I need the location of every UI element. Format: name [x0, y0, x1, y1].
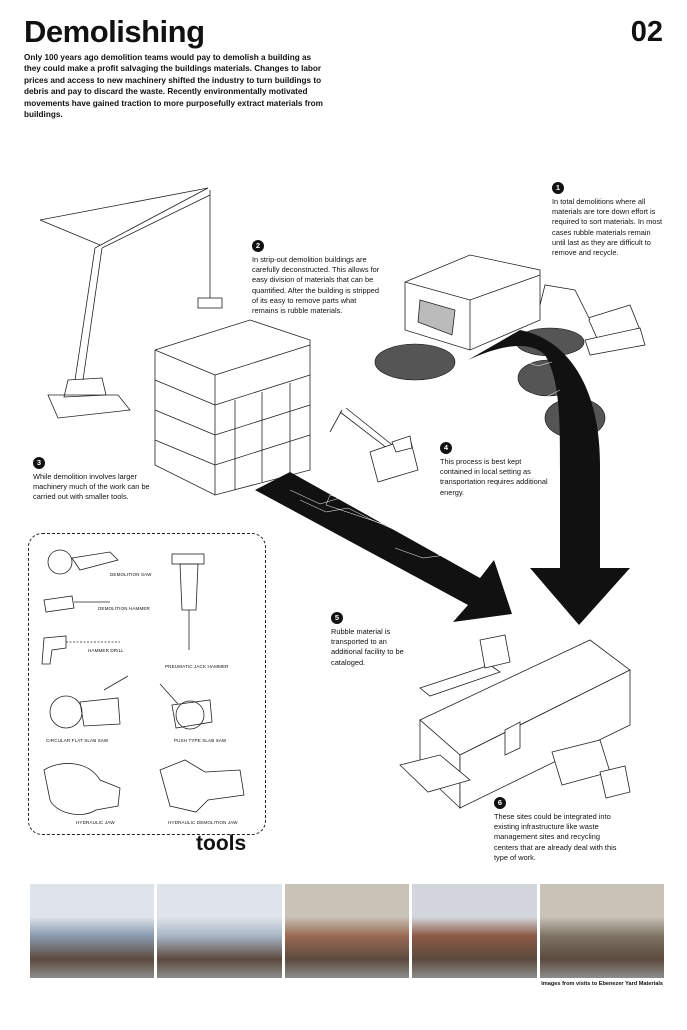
arrow-rubble [289, 489, 474, 567]
page-number: 02 [630, 16, 663, 48]
demolition-saw-icon [47, 549, 119, 575]
step-1: 1 In total demolitions where all materia… [552, 182, 664, 258]
step-5-badge: 5 [331, 612, 343, 624]
tool-label: PUSH TYPE SLAB SAW [174, 738, 227, 743]
arrow-rubble-right [519, 359, 561, 399]
hammer-drill-icon [41, 635, 120, 665]
tool-label: DEMOLITION HAMMER [98, 606, 150, 611]
step-3-badge: 3 [33, 457, 45, 469]
tool-label: CIRCULAR FLAT SLAB SAW [46, 738, 109, 743]
crawler-crane-icon [39, 187, 223, 419]
page-title: Demolishing [24, 14, 205, 49]
intro-paragraph: Only 100 years ago demolition teams woul… [24, 53, 323, 120]
step-1-text: In total demolitions where all materials… [552, 197, 663, 258]
step-1-badge: 1 [552, 182, 564, 194]
tool-label: HYDRAULIC DEMOLITION JAW [168, 820, 238, 825]
step-5-text: Rubble material is transported to an add… [331, 627, 404, 667]
tool-label: DEMOLITION SAW [110, 572, 152, 577]
flow-arrow-right [468, 330, 630, 625]
site-photo [157, 884, 282, 978]
step-3-text: While demolition involves larger machine… [33, 472, 150, 502]
step-2-badge: 2 [252, 240, 264, 252]
photo-strip [30, 884, 665, 978]
step-4-badge: 4 [440, 442, 452, 454]
circular-flat-slab-saw-icon [49, 675, 129, 729]
step-2: 2 In strip-out demolition buildings are … [252, 240, 382, 316]
site-photo [539, 884, 665, 978]
tool-label: PNEUMATIC JACK HAMMER [165, 664, 229, 669]
tool-label: HYDRAULIC JAW [76, 820, 115, 825]
pneumatic-jack-hammer-icon [171, 553, 205, 650]
step-3: 3 While demolition involves larger machi… [33, 457, 161, 503]
step-2-text: In strip-out demolition buildings are ca… [252, 255, 380, 316]
site-photo [412, 884, 537, 978]
hydraulic-demolition-jaw-icon [159, 759, 245, 813]
flatbed-truck-icon [419, 634, 511, 697]
warehouse-icon [399, 639, 631, 809]
tool-label: HAMMER DRILL [88, 648, 124, 653]
tools-title: tools [196, 832, 247, 855]
tools-panel [28, 533, 266, 835]
site-photo [30, 884, 155, 978]
dump-truck-icon [551, 739, 631, 799]
mobile-crane-icon [329, 407, 419, 483]
step-6-badge: 6 [494, 797, 506, 809]
site-photo [284, 884, 410, 978]
hydraulic-jaw-icon [43, 763, 121, 815]
excavator-icon [539, 284, 646, 356]
step-4-text: This process is best kept contained in l… [440, 457, 548, 497]
step-6-text: These sites could be integrated into exi… [494, 812, 617, 862]
photo-caption: Images from visits to Ebenezer Yard Mate… [541, 981, 663, 987]
step-6: 6 These sites could be integrated into e… [494, 797, 624, 863]
flow-arrow-left [255, 472, 512, 622]
strip-out-building-icon [154, 319, 311, 496]
step-4: 4 This process is best kept contained in… [440, 442, 550, 498]
push-type-slab-saw-icon [159, 683, 213, 730]
demolition-hammer-icon [43, 595, 110, 613]
damaged-building-icon [404, 254, 541, 351]
step-5: 5 Rubble material is transported to an a… [331, 612, 413, 668]
